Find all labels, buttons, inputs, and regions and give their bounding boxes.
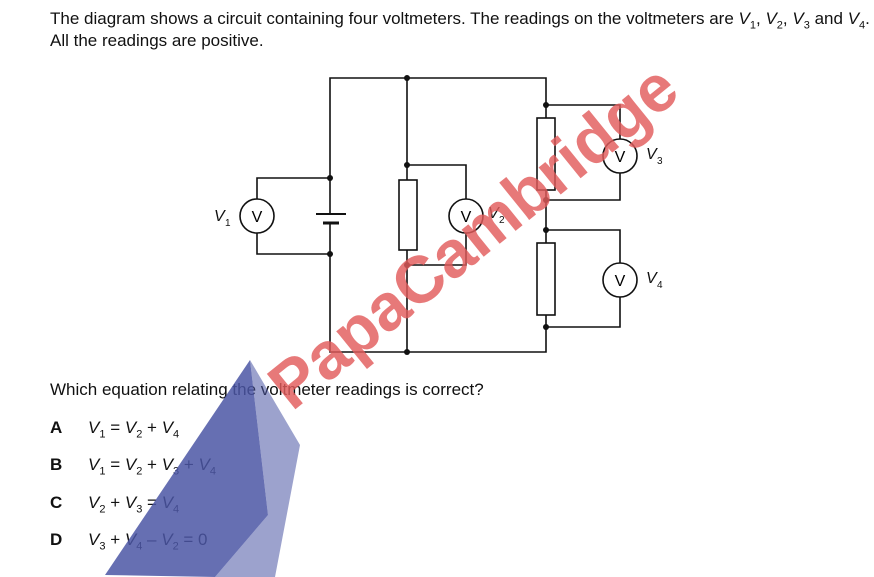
label-v2: V [488, 205, 500, 222]
label-v1: V [214, 208, 226, 225]
label-v2-sub: 2 [499, 215, 505, 226]
option-letter: D [50, 530, 63, 549]
label-v3-sub: 3 [657, 156, 663, 167]
svg-text:V: V [615, 273, 626, 290]
voltmeter-v4: V [602, 262, 638, 298]
label-v3: V [646, 146, 658, 163]
voltmeter-v3: V [602, 138, 638, 174]
svg-text:V: V [615, 149, 626, 166]
svg-text:V: V [252, 209, 263, 226]
option-letter: A [50, 418, 63, 437]
voltmeter-v2: V [448, 198, 484, 234]
option-letter: C [50, 493, 63, 512]
svg-text:V: V [461, 209, 472, 226]
option-text: V2 + V3 = V4 [88, 493, 180, 516]
label-v4-sub: 4 [657, 280, 663, 291]
label-v1-sub: 1 [225, 218, 231, 229]
label-v4: V [646, 270, 658, 287]
voltmeter-v1: V [239, 198, 275, 234]
option-text: V1 = V2 + V3 + V4 [88, 455, 216, 478]
question-text: Which equation relating the voltmeter re… [50, 380, 484, 399]
option-text: V3 + V4 – V2 = 0 [88, 530, 208, 553]
option-letter: B [50, 455, 63, 474]
option-text: V1 = V2 + V4 [88, 418, 180, 441]
question-intro: The diagram shows a circuit containing f… [50, 9, 870, 50]
